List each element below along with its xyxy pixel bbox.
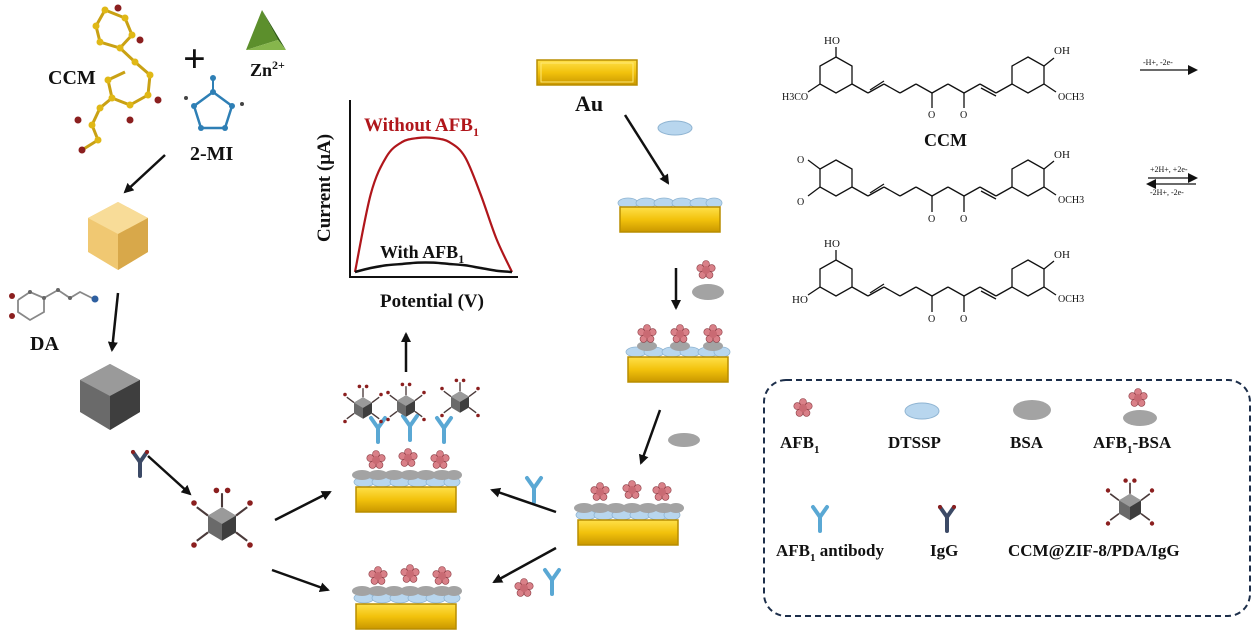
legend-probe-icon (1104, 477, 1156, 527)
arrow-to-dtssp-electrode (623, 114, 670, 185)
au-electrode (536, 59, 638, 86)
ccm-o1-label: O (928, 110, 935, 121)
quinone-oh-label: OH (1054, 149, 1070, 161)
arrow-probe-to-positive (274, 490, 332, 522)
arrow-to-negative-electrode (492, 546, 557, 584)
ccm-ball-stick-model (74, 4, 162, 154)
reduced-ho1-label: HO (824, 238, 840, 250)
chart-x-label: Potential (V) (380, 291, 484, 312)
free-afb1-antibody-reagent (514, 568, 561, 597)
zif8-crystal-icon (88, 202, 148, 270)
ccm-structure-label: CCM (924, 130, 967, 150)
igg-icon (129, 448, 151, 478)
legend-probe-label: CCM@ZIF-8/PDA/IgG (1008, 541, 1180, 560)
probe-crystal-icon (190, 486, 254, 549)
without-afb1-label: Without AFB1 (364, 115, 479, 139)
arrow-probe-to-negative (271, 568, 330, 593)
quinone-o2-label: O (797, 197, 804, 208)
da-molecule-icon (9, 288, 99, 322)
quinone-o1-label: O (797, 155, 804, 166)
legend-dtssp-icon (904, 402, 940, 420)
arrow-to-positive-electrode (490, 487, 557, 514)
bsa-reagent-icon (668, 433, 700, 447)
au-label: Au (575, 91, 603, 116)
legend-igg-icon (936, 503, 958, 533)
quinone-och3-label: OCH3 (1058, 195, 1084, 206)
ccm-label: CCM (48, 67, 96, 89)
reduced-structure (807, 250, 1057, 312)
reaction-2-top-label: +2H+, +2e- (1150, 165, 1188, 174)
zn-label: Zn2+ (250, 58, 285, 80)
legend-afb1-bsa-icon (1123, 388, 1157, 426)
reduced-ho2-label: HO (792, 294, 808, 306)
legend-afb1-label: AFB1 (780, 433, 820, 456)
legend-afb1-icon (793, 398, 813, 417)
legend-afb1-bsa-label: AFB1-BSA (1093, 433, 1172, 456)
2-mi-label: 2-MI (190, 143, 234, 165)
reduced-oh-label: OH (1054, 249, 1070, 261)
legend-igg-label: IgG (930, 541, 958, 560)
ccm-h3co-label: H3CO (782, 92, 808, 103)
quinone-structure (807, 159, 1057, 212)
arrow-to-pda (107, 292, 120, 352)
legend-box: AFB1 DTSSP BSA AFB1-BSA AFB1 antibody Ig… (763, 379, 1251, 617)
2-mi-molecule-icon (184, 75, 244, 131)
da-label: DA (30, 333, 59, 355)
reaction-1-label: -H+, -2e- (1143, 58, 1173, 67)
plus-sign: + (183, 36, 206, 81)
electrode-without-probe (352, 564, 462, 630)
legend-bsa-label: BSA (1010, 433, 1044, 452)
electrode-blocked-bsa (574, 480, 684, 546)
reduced-o2-label: O (960, 314, 967, 325)
reduced-o1-label: O (928, 314, 935, 325)
arrow-to-zif8 (123, 154, 166, 194)
ccm-oh-label: OH (1054, 45, 1070, 57)
chart-y-axis (349, 100, 518, 278)
legend-dtssp-label: DTSSP (888, 433, 941, 452)
ccm-structure (807, 47, 1057, 108)
quinone-o3-label: O (928, 214, 935, 225)
reaction-2-bottom-label: -2H+, -2e- (1150, 188, 1184, 197)
curve-without-afb1 (353, 136, 513, 273)
chart-y-label: Current (μA) (314, 134, 335, 242)
curve-with-afb1 (354, 261, 513, 274)
arrow-to-probe (147, 455, 192, 496)
legend-antibody-icon (811, 505, 829, 533)
antibody-icon-positive (525, 476, 543, 504)
legend-bsa-icon (1013, 400, 1051, 420)
ccm-ho-label: HO (824, 35, 840, 47)
dpv-chart: Without AFB1 With AFB1 Potential (V) Cur… (314, 100, 518, 312)
afb1-bsa-reagent-icon (692, 260, 724, 300)
ccm-och3-label: OCH3 (1058, 92, 1084, 103)
with-afb1-label: With AFB1 (380, 242, 464, 266)
zif8-pda-crystal-icon (80, 364, 140, 430)
electrode-with-probe (342, 377, 481, 513)
legend-antibody-label: AFB1 antibody (776, 541, 884, 564)
reduced-och3-label: OCH3 (1058, 294, 1084, 305)
electrode-afb1-bsa (625, 324, 731, 383)
quinone-o4-label: O (960, 214, 967, 225)
dtssp-reagent-icon (657, 120, 693, 136)
zn-pyramid-icon (246, 10, 286, 50)
ccm-o2-label: O (960, 110, 967, 121)
arrow-to-bsa-electrode (638, 409, 662, 465)
electrode-dtssp (617, 197, 723, 233)
